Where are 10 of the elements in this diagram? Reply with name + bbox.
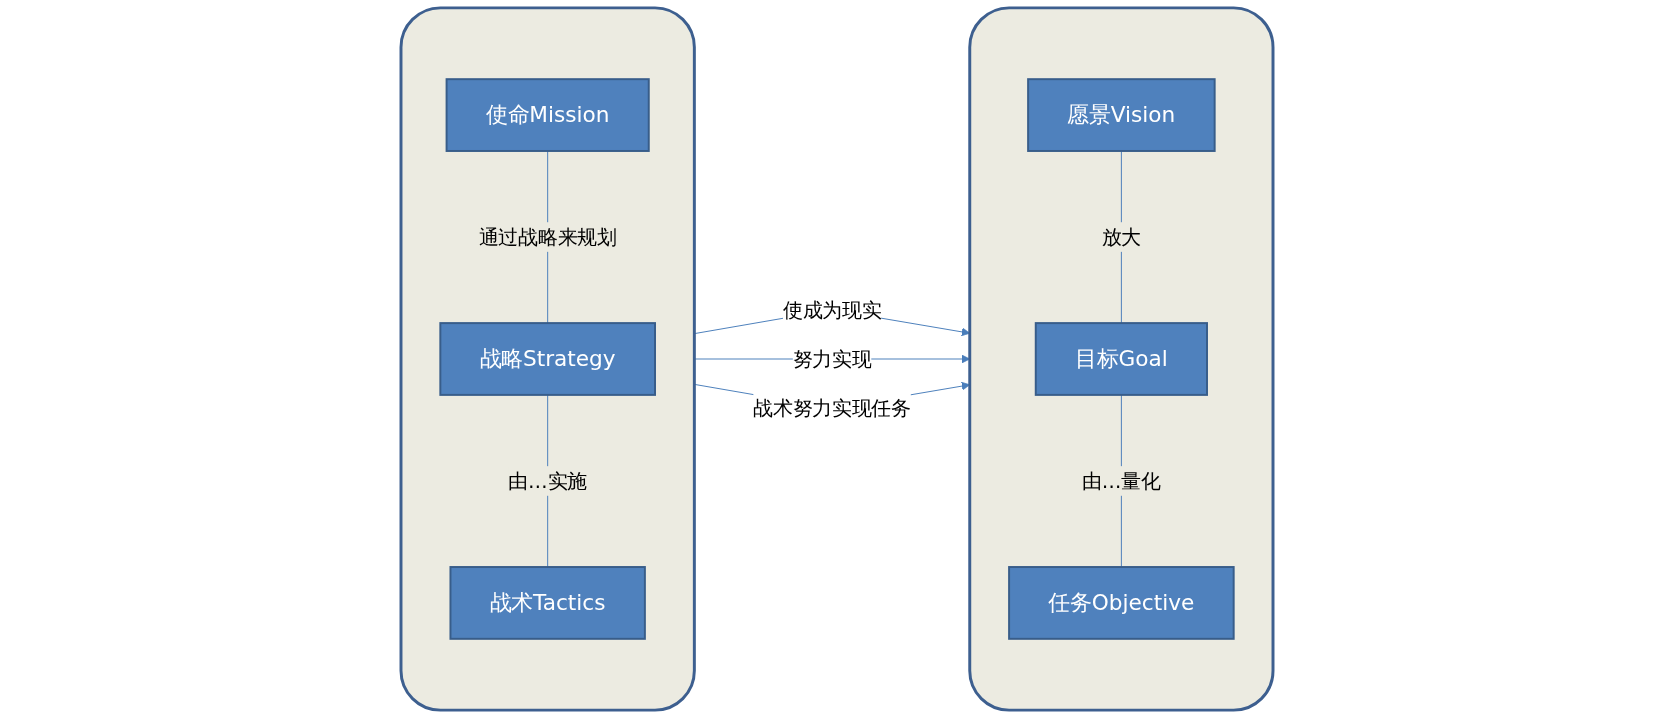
edge-label: 由…实施	[508, 466, 587, 496]
node-box: 目标Goal	[1034, 322, 1208, 396]
edge-label: 通过战略来规划	[478, 222, 617, 252]
node-box: 战略Strategy	[439, 322, 656, 396]
node-box: 战术Tactics	[449, 566, 646, 640]
node-box: 愿景Vision	[1027, 78, 1216, 152]
node-box: 任务Objective	[1008, 566, 1235, 640]
edge-label: 由…量化	[1082, 466, 1161, 496]
edge-label: 放大	[1101, 222, 1142, 252]
node-box: 使命Mission	[445, 78, 650, 152]
